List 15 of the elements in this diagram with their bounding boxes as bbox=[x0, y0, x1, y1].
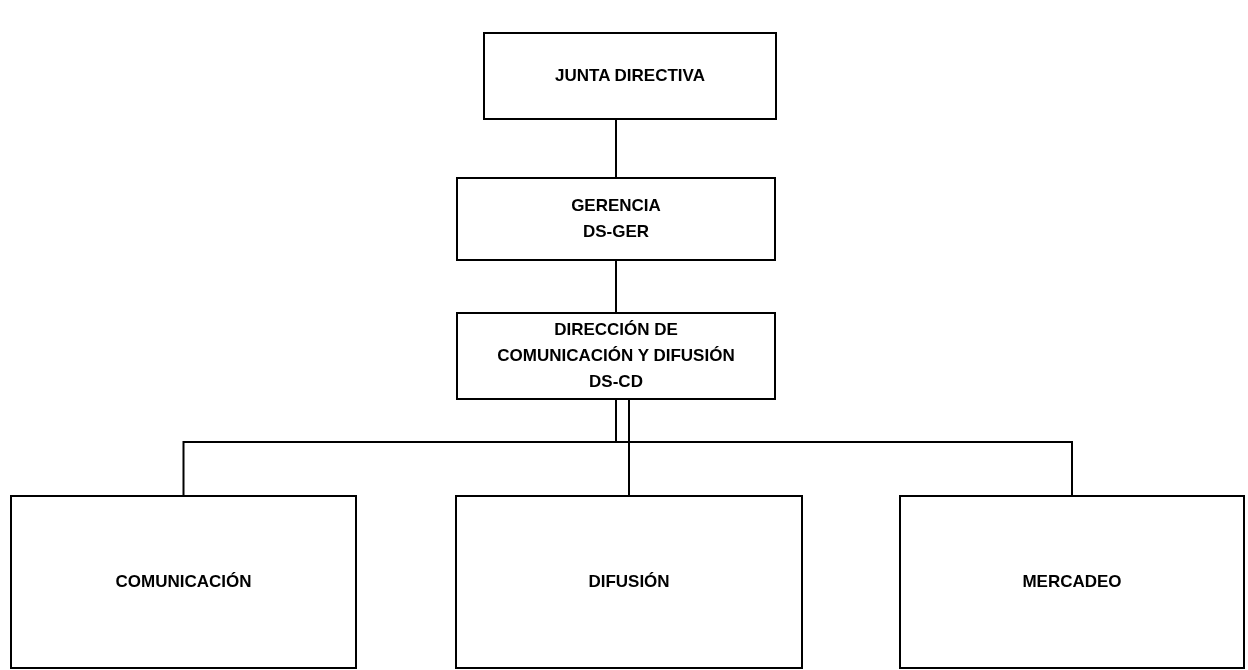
unit-label: GERENCIA DS-GER bbox=[570, 195, 662, 243]
unit-label: MERCADEO bbox=[1022, 571, 1122, 593]
unit-label: DIRECCIÓN DE COMUNICACIÓN Y DIFUSIÓN DS-CD bbox=[496, 319, 736, 393]
org-unit-box bbox=[455, 495, 803, 669]
org-unit-box bbox=[456, 177, 776, 261]
unit-label: COMUNICACIÓN bbox=[115, 571, 252, 593]
unit-label: JUNTA DIRECTIVA bbox=[555, 65, 705, 87]
org-unit-box bbox=[899, 495, 1245, 669]
org-unit-box bbox=[456, 312, 776, 400]
connector-line bbox=[615, 260, 617, 313]
connector-line bbox=[628, 399, 630, 496]
connector-line bbox=[615, 119, 617, 178]
org-unit-box bbox=[483, 32, 777, 120]
org-unit-box bbox=[10, 495, 357, 669]
unit-label: DIFUSIÓN bbox=[588, 571, 670, 593]
